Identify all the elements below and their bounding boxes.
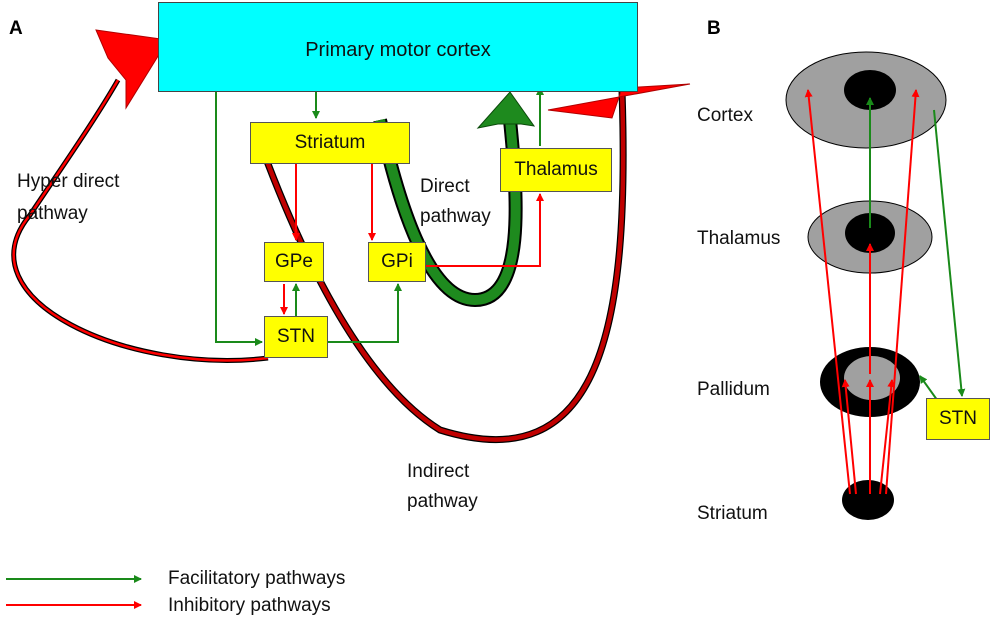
panel-b-striatum-label: Striatum bbox=[697, 503, 768, 524]
direct-pathway-ribbon bbox=[373, 91, 536, 308]
panel-b-thalamus-label: Thalamus bbox=[697, 228, 781, 249]
direct-arrowhead bbox=[476, 91, 536, 129]
hyper-direct-pathway-ribbon bbox=[11, 29, 269, 363]
panel-b-stn-box: STN bbox=[926, 398, 990, 440]
panel-b-nuclei bbox=[785, 51, 947, 520]
pallidum-core bbox=[844, 356, 900, 400]
indirect-label-1: Indirect bbox=[407, 461, 470, 482]
legend-inhibitory-label: Inhibitory pathways bbox=[168, 595, 331, 616]
indirect-label-2: pathway bbox=[407, 491, 478, 512]
panel-b-pallidum-label: Pallidum bbox=[697, 379, 770, 400]
gpe-box: GPe bbox=[264, 242, 324, 282]
hyper-direct-arrowhead bbox=[95, 29, 169, 110]
facilitatory-arrows-a bbox=[215, 87, 544, 346]
legend-facilitatory-label: Facilitatory pathways bbox=[168, 568, 346, 589]
cortex-core bbox=[844, 70, 896, 110]
thalamus-box: Thalamus bbox=[500, 148, 612, 192]
gpe-label: GPe bbox=[274, 251, 314, 272]
hyper-direct-label-2: pathway bbox=[17, 203, 88, 224]
gpi-label: GPi bbox=[381, 251, 413, 272]
striatum-label: Striatum bbox=[294, 132, 366, 153]
panel-b-letter: B bbox=[707, 18, 721, 39]
panel-a-letter: A bbox=[9, 18, 23, 39]
primary-motor-cortex-label: Primary motor cortex bbox=[305, 39, 491, 61]
legend-lines bbox=[6, 575, 142, 609]
thalamus-core bbox=[845, 213, 895, 253]
direct-label-1: Direct bbox=[420, 176, 470, 197]
hyper-direct-label-1: Hyper direct bbox=[17, 171, 120, 192]
thalamus-label: Thalamus bbox=[514, 159, 598, 180]
primary-motor-cortex-box: Primary motor cortex bbox=[158, 2, 638, 92]
direct-label-2: pathway bbox=[420, 206, 491, 227]
stn-label: STN bbox=[277, 326, 315, 347]
panel-b-stn-label: STN bbox=[939, 408, 977, 429]
inhibitory-arrows-b bbox=[804, 89, 920, 495]
stn-box: STN bbox=[264, 316, 328, 358]
inhibitory-arrows-a bbox=[280, 164, 544, 315]
panel-b-cortex-label: Cortex bbox=[697, 105, 753, 126]
striatum-box: Striatum bbox=[250, 122, 410, 164]
gpi-box: GPi bbox=[368, 242, 426, 282]
